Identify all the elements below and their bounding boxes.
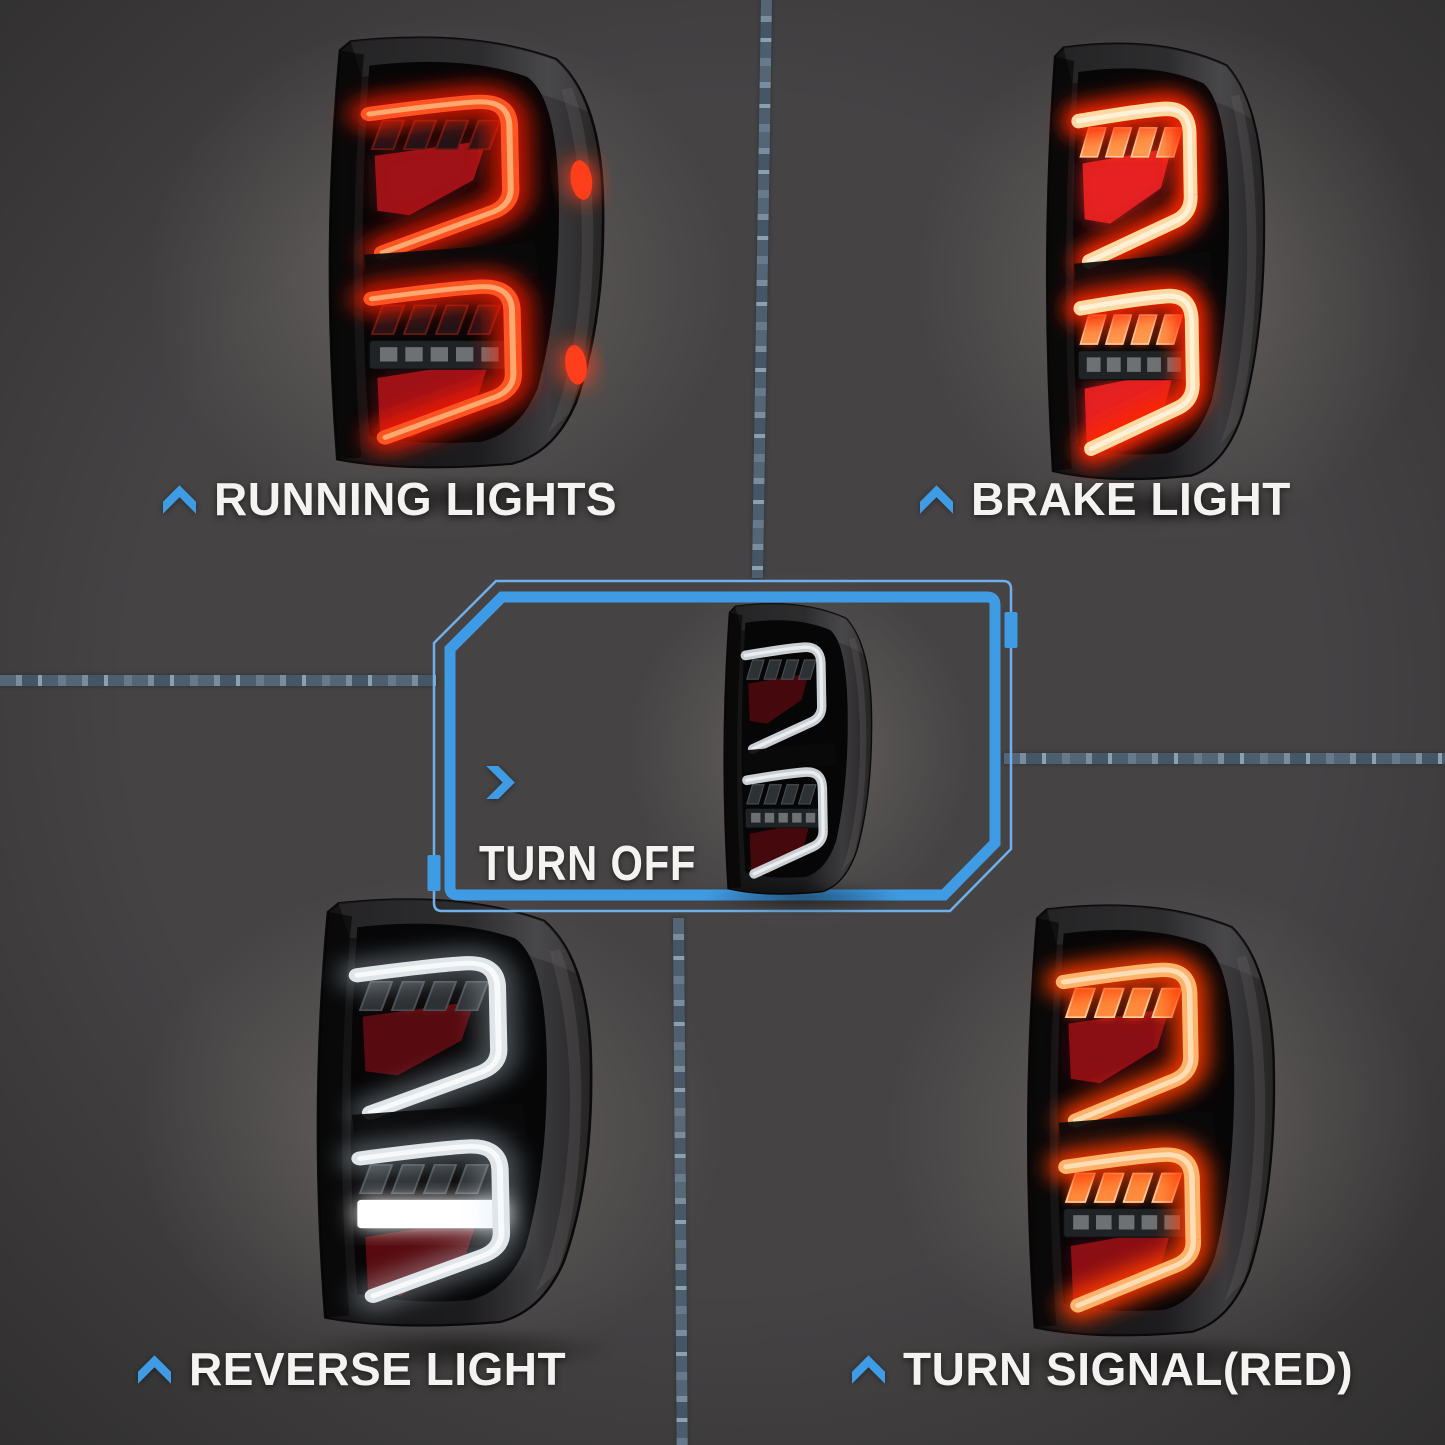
- backdrop-glow: [150, 20, 730, 540]
- chevron-up-icon: [920, 484, 953, 514]
- caption-turn-signal-red: TURN SIGNAL(RED): [852, 1342, 1353, 1396]
- chevron-up-icon: [163, 484, 196, 514]
- backdrop-glow: [630, 572, 970, 928]
- tail-light-brake: [985, 32, 1303, 500]
- lamp-shadow: [700, 880, 905, 916]
- connector-line-left: [0, 675, 436, 686]
- caption-label: REVERSE LIGHT: [189, 1343, 567, 1395]
- backdrop-glow: [890, 880, 1430, 1380]
- tail-light-off: [682, 596, 898, 908]
- caption-turn-off: TURN OFF: [479, 837, 697, 891]
- caption-reverse-light: REVERSE LIGHT: [138, 1342, 566, 1396]
- lamp-shadow: [992, 1334, 1312, 1380]
- caption-label: TURN SIGNAL(RED): [903, 1343, 1354, 1395]
- connector-line-right: [1004, 753, 1445, 764]
- lamp-shadow: [292, 1326, 622, 1372]
- frame-tab-left: [427, 855, 441, 891]
- chevron-up-icon: [852, 1354, 885, 1384]
- connector-line-top: [751, 0, 772, 579]
- tail-light-reverse: [240, 888, 640, 1346]
- caption-running-lights: RUNNING LIGHTS: [163, 472, 617, 526]
- chevron-right-icon: [486, 766, 515, 799]
- frame-thin-outline: [432, 579, 1013, 913]
- lamp-shadow: [1000, 482, 1305, 528]
- backdrop-glow: [920, 20, 1430, 540]
- caption-label: BRAKE LIGHT: [971, 473, 1291, 525]
- connector-line-bottom: [673, 917, 688, 1445]
- highlight-frame: [427, 579, 1018, 913]
- frame-thick-border: [444, 591, 1001, 901]
- frame-tab-right: [1004, 612, 1018, 648]
- caption-label: RUNNING LIGHTS: [214, 473, 618, 525]
- backdrop-glow: [140, 880, 720, 1380]
- chevron-up-icon: [138, 1354, 171, 1384]
- caption-brake-light: BRAKE LIGHT: [920, 472, 1291, 526]
- tail-light-running: [252, 26, 652, 488]
- lamp-shadow: [300, 474, 630, 522]
- tail-light-turn-signal: [958, 894, 1318, 1356]
